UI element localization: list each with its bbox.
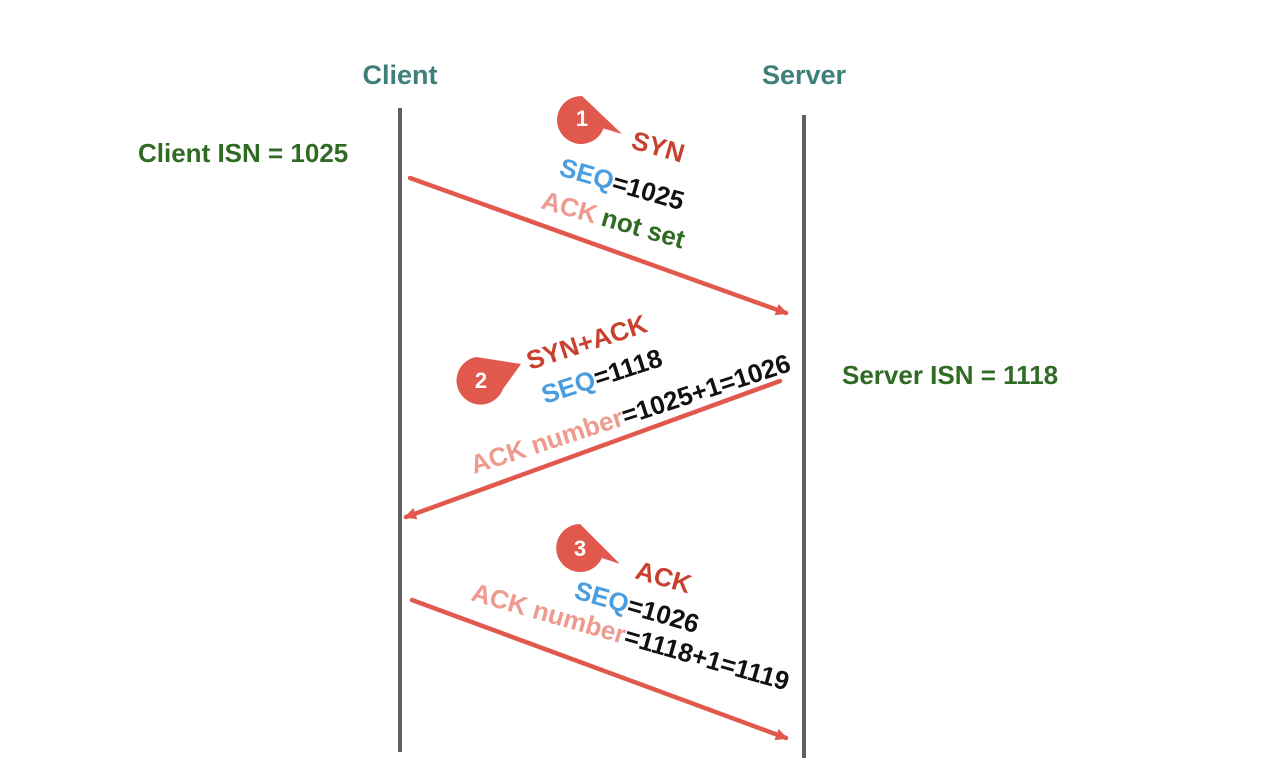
step-2-badge: 2: [456, 357, 521, 405]
step-2-seq-label: SEQ: [538, 364, 600, 410]
server-isn-label: Server ISN = 1118: [842, 360, 1058, 390]
client-isn-label: Client ISN = 1025: [138, 138, 348, 168]
client-header: Client: [362, 60, 437, 90]
step-1-ack-label: ACK: [538, 185, 601, 229]
step-2-number: 2: [475, 368, 487, 393]
step-3-badge: 3: [556, 524, 620, 572]
step-1-number: 1: [576, 106, 588, 131]
step-3-number: 3: [574, 536, 586, 561]
server-header: Server: [762, 60, 847, 90]
step-1-badge: 1: [557, 95, 622, 144]
syn-ack-arrow: [403, 378, 783, 520]
step-1-seq-label: SEQ: [556, 152, 617, 196]
ack-arrow: [409, 597, 789, 741]
syn-arrow: [407, 175, 789, 316]
step-1-flag: SYN: [628, 125, 688, 169]
